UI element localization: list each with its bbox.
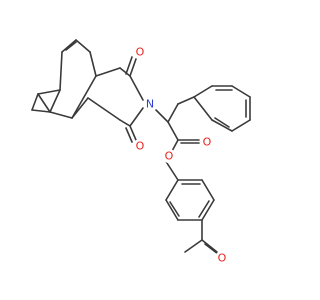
bond (119, 119, 131, 127)
bond (31, 93, 39, 111)
bond (49, 89, 61, 113)
bond (89, 51, 97, 77)
bond (95, 67, 121, 77)
bond (87, 97, 121, 121)
bond (167, 121, 179, 141)
bond (198, 200, 210, 218)
molecule-diagram: O N O O O O (31, 39, 251, 265)
bond (201, 199, 215, 221)
oxygen-label-imide-bottom: O (136, 140, 145, 153)
bond (129, 125, 137, 141)
bond (125, 127, 133, 143)
bond (59, 51, 63, 91)
structure-canvas: O N O O O O (31, 39, 251, 265)
bond (31, 109, 51, 113)
oxygen-label-ester: O (165, 150, 174, 163)
bond (119, 67, 131, 77)
bond (129, 58, 137, 77)
bond (75, 39, 91, 53)
bond (214, 117, 230, 128)
bond (37, 89, 61, 95)
bond (204, 243, 219, 255)
bond (164, 159, 179, 181)
bond (169, 201, 180, 217)
bond (37, 93, 51, 113)
bond (167, 103, 179, 123)
bond (201, 239, 218, 253)
bond (71, 97, 89, 119)
bond (71, 75, 97, 119)
bond (49, 111, 73, 119)
bond (193, 96, 213, 121)
bond (231, 85, 251, 98)
atom-label-layer: O N O O O O (133, 45, 229, 265)
bond (125, 56, 133, 75)
nitrogen-label-imide: N (146, 98, 154, 111)
bond (129, 107, 144, 127)
bond (155, 109, 169, 123)
bond (165, 179, 179, 201)
bond (193, 85, 213, 98)
bond (129, 75, 144, 101)
bond (177, 96, 195, 105)
bond (211, 119, 233, 132)
bond (184, 239, 203, 253)
bond (201, 179, 215, 201)
oxygen-label-ester-carbonyl: O (203, 136, 212, 149)
oxygen-label-imide-top: O (136, 46, 145, 59)
bond (61, 39, 77, 53)
bond (165, 199, 179, 221)
bond (65, 41, 77, 51)
bond (231, 119, 251, 132)
oxygen-label-acetyl: O (218, 252, 227, 265)
